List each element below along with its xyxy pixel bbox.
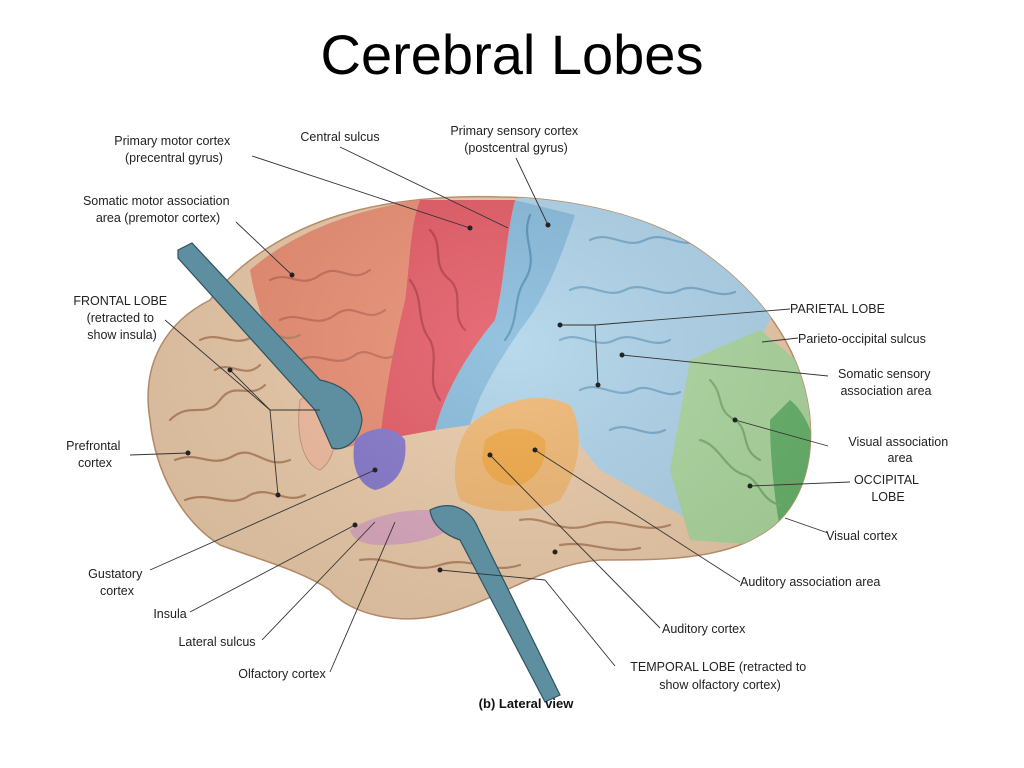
figure-caption: (b) Lateral view [479, 696, 575, 711]
label-primary-motor-cortex: Primary motor cortex (precentral gyrus) [114, 134, 233, 165]
label-olfactory-cortex: Olfactory cortex [238, 667, 326, 681]
label-visual-association: Visual association area [848, 435, 951, 465]
labels: Primary motor cortex (precentral gyrus) … [66, 124, 951, 711]
label-parietal-lobe: PARIETAL LOBE [790, 302, 885, 316]
label-somatic-sensory-association: Somatic sensory association area [838, 367, 934, 398]
slide-title: Cerebral Lobes [320, 23, 704, 86]
leader-lines [129, 146, 851, 673]
label-visual-cortex: Visual cortex [826, 529, 898, 543]
pointer-dots [185, 222, 753, 573]
label-auditory-cortex: Auditory cortex [662, 622, 746, 636]
label-primary-sensory-cortex: Primary sensory cortex (postcentral gyru… [450, 124, 581, 155]
label-temporal-lobe: TEMPORAL LOBE (retracted to show olfacto… [630, 660, 809, 692]
label-gustatory-cortex: Gustatory cortex [88, 567, 146, 598]
label-frontal-lobe: FRONTAL LOBE (retracted to show insula) [73, 294, 170, 342]
label-prefrontal-cortex: Prefrontal cortex [66, 439, 124, 470]
label-occipital-lobe: OCCIPITAL LOBE [854, 473, 922, 504]
upper-retractor [177, 242, 363, 450]
lower-retractor [429, 505, 561, 703]
label-parieto-occipital-sulcus: Parieto-occipital sulcus [798, 332, 926, 346]
label-central-sulcus: Central sulcus [300, 130, 379, 144]
label-auditory-association: Auditory association area [740, 575, 880, 589]
label-lateral-sulcus: Lateral sulcus [178, 635, 255, 649]
label-insula: Insula [153, 607, 186, 621]
label-somatic-motor-association: Somatic motor association area (premotor… [83, 194, 233, 225]
